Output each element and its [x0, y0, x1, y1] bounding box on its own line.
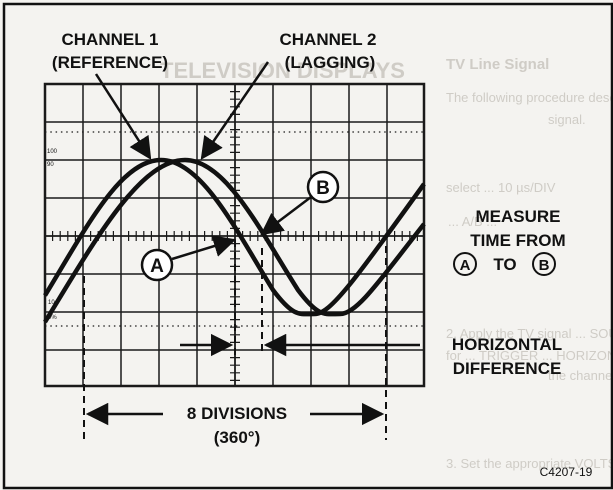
channel-2-sublabel: (LAGGING) — [285, 53, 376, 72]
point-b-arrow — [260, 196, 312, 236]
bg-line-2: signal. — [548, 112, 586, 127]
amplitude-scale: 100 90 10 0% — [47, 149, 58, 321]
measure-a-letter: A — [460, 257, 471, 274]
channel-1-reference-waveform — [43, 157, 426, 317]
bg-subheading: TV Line Signal — [446, 56, 549, 73]
measure-b-circle — [532, 252, 556, 276]
channel-2-lagging-waveform — [43, 157, 426, 324]
point-a-arrow — [171, 235, 237, 261]
bg-heading: TELEVISION DISPLAYS — [160, 58, 405, 83]
point-a-letter: A — [150, 256, 164, 277]
bg-line-7: the channel used. — [548, 368, 613, 383]
measure-to-word: TO — [493, 255, 516, 274]
point-b-marker — [306, 170, 340, 204]
scale-90-label: 90 — [47, 162, 54, 168]
channel-2-leader-arrow — [200, 61, 270, 160]
channel-2-label: CHANNEL 2 — [280, 30, 377, 49]
divisions-label: 8 DIVISIONS — [187, 404, 287, 423]
bg-line-3: select ... 10 µs/DIV — [446, 180, 556, 195]
point-a-marker — [140, 248, 174, 282]
measure-label: MEASURE — [475, 207, 560, 226]
measure-time-from-label: TIME FROM — [470, 231, 565, 250]
bg-line-8: 3. Set the appropriate VOLTS/DIV switch … — [446, 456, 613, 471]
channel-1-leader-arrow — [94, 73, 152, 160]
divisions-degrees-label: (360°) — [214, 428, 260, 447]
bg-line-6: for ... TRIGGER ... HORIZONTAL ... verti… — [446, 348, 613, 363]
measure-a-circle — [453, 252, 477, 276]
point-b-letter: B — [316, 178, 330, 199]
scale-10-label: 10 — [48, 300, 55, 306]
channel-1-label: CHANNEL 1 — [62, 30, 159, 49]
bg-line-1: The following procedure describes the ..… — [446, 90, 613, 105]
scale-0-label: 0% — [48, 315, 57, 321]
measure-b-letter: B — [539, 257, 550, 274]
figure-id: C4207-19 — [540, 465, 593, 479]
graticule-vertical-lines — [82, 84, 388, 386]
scale-100-label: 100 — [47, 149, 58, 155]
bg-line-5: 2. Apply the TV signal ... SOURCE ... — [446, 326, 613, 341]
bg-line-4: ... A/B ... — [448, 214, 497, 229]
channel-1-sublabel: (REFERENCE) — [52, 53, 168, 72]
horizontal-difference-sublabel: DIFFERENCE — [453, 359, 562, 378]
horizontal-difference-label: HORIZONTAL — [452, 335, 562, 354]
